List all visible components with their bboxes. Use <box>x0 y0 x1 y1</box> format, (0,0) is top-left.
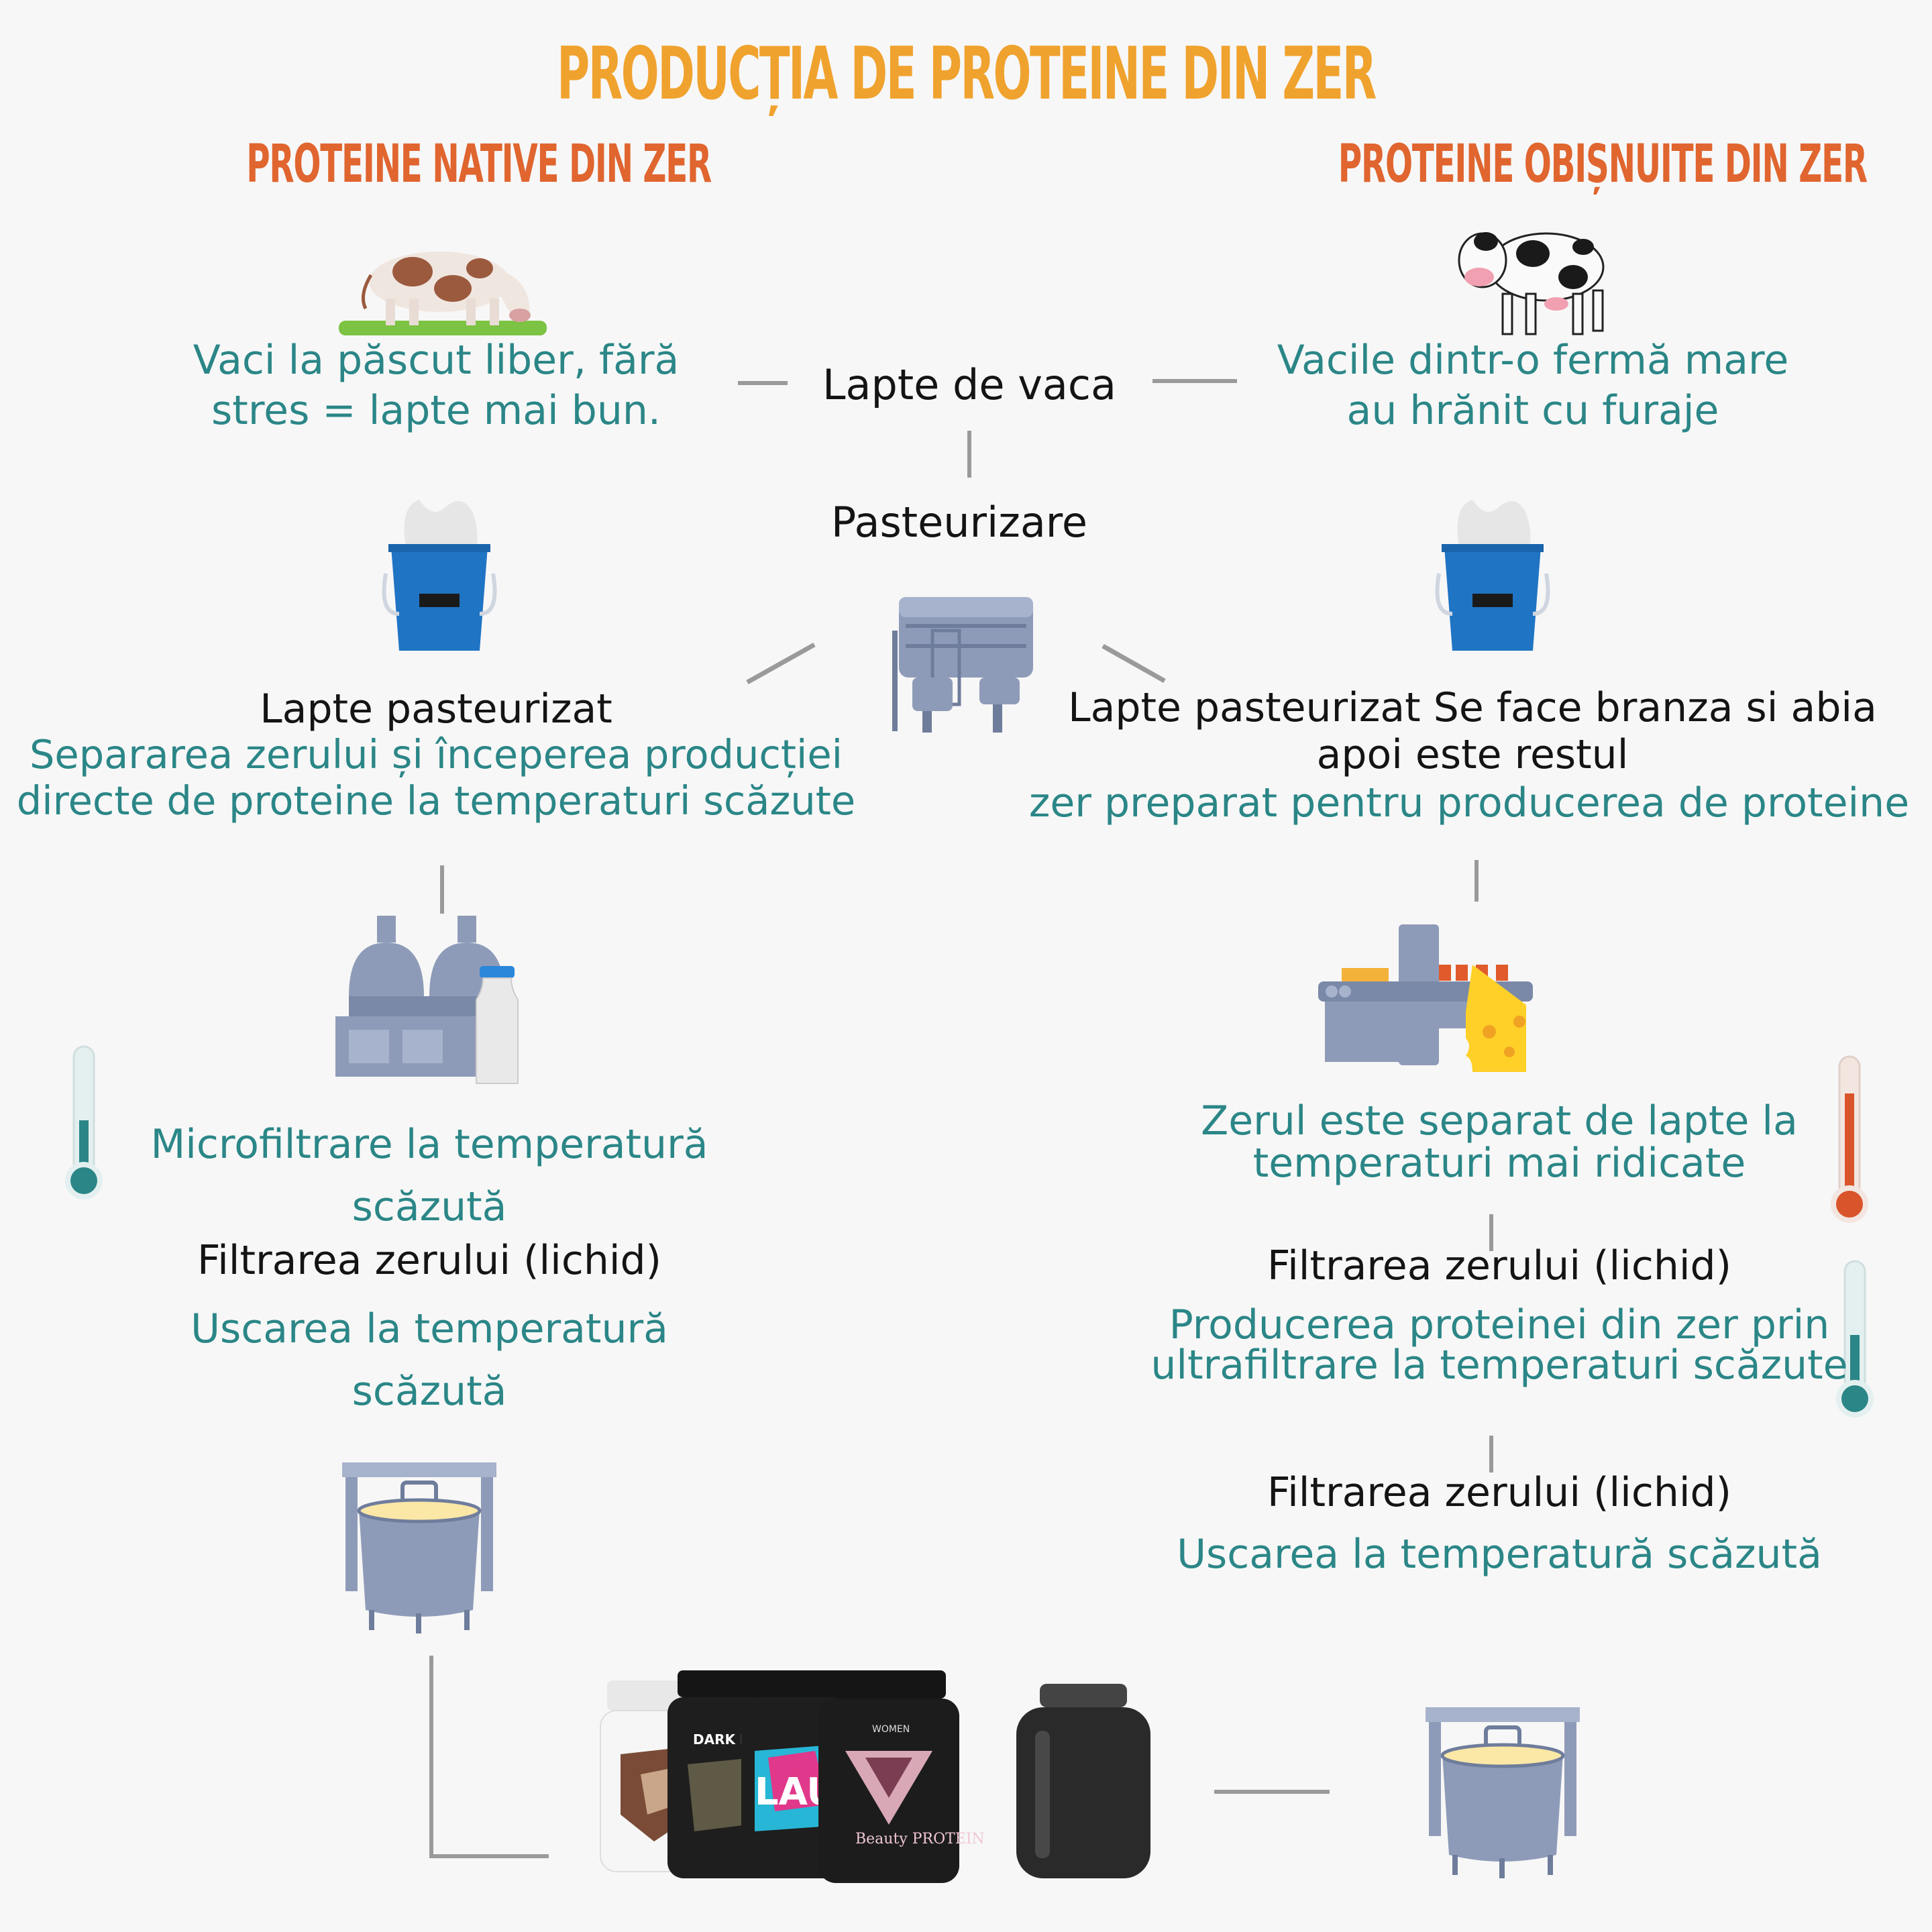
right-heading: PROTEINE OBIȘNUITE DIN ZER <box>1338 134 1868 195</box>
connector-line <box>1152 379 1237 383</box>
left-heading: PROTEINE NATIVE DIN ZER <box>246 134 712 195</box>
right-milk-title: Lapte pasteurizat Se face branza si abia… <box>1068 684 1877 779</box>
connector-line <box>1474 860 1479 902</box>
connector-line <box>738 381 788 385</box>
connector-line <box>429 1656 433 1858</box>
left-milk-desc: Separarea zerului și începerea producție… <box>16 731 856 824</box>
low-temperature-thermometer-icon <box>1836 1260 1874 1417</box>
protein-jar-beauty-icon: WOMEN Beauty PROTEIN <box>818 1670 985 1883</box>
dryer-tank-icon <box>342 1462 496 1633</box>
right-drying: Uscarea la temperatură scăzută <box>1177 1531 1822 1578</box>
right-milk-desc: zer preparat pentru producerea de protei… <box>1028 780 1910 826</box>
connector-line <box>1214 1790 1330 1794</box>
cheese-factory-icon <box>1318 924 1533 1072</box>
right-ultrafiltration: Producerea proteinei din zer prin ultraf… <box>1150 1301 1848 1389</box>
cow-milk-label: Lapte de vaca <box>822 360 1117 409</box>
dryer-tank-icon <box>1426 1707 1580 1878</box>
pasteurizer-icon <box>892 597 1033 733</box>
connector-line <box>1489 1436 1493 1472</box>
left-cows-text: Vaci la păscut liber, fără stres = lapte… <box>193 337 680 434</box>
connector-line <box>440 865 444 914</box>
high-temperature-thermometer-icon <box>1831 1055 1868 1223</box>
milk-bucket-icon <box>1435 500 1550 651</box>
right-filtering-1: Filtrarea zerului (lichid) <box>1267 1242 1732 1289</box>
connector-line <box>429 1854 549 1858</box>
left-filtering: Filtrarea zerului (lichid) <box>197 1237 662 1284</box>
right-filtering-2: Filtrarea zerului (lichid) <box>1267 1469 1732 1516</box>
low-temperature-thermometer-icon <box>65 1045 103 1199</box>
connector-line <box>746 642 816 685</box>
left-microfiltration: Microfiltrare la temperatură scăzută <box>150 1121 708 1230</box>
jar4-label: Beauty PROTEIN <box>855 1831 985 1847</box>
left-milk-title: Lapte pasteurizat <box>260 686 612 733</box>
right-cows-text: Vacile dintr-o fermă mare au hrănit cu f… <box>1277 337 1789 434</box>
left-drying: Uscarea la temperatură scăzută <box>191 1305 668 1415</box>
connector-line <box>1102 643 1166 684</box>
dairy-factory-icon <box>335 916 519 1084</box>
farm-cow-icon <box>1458 232 1605 335</box>
pasteurization-label: Pasteurizare <box>830 498 1088 547</box>
connector-line <box>1489 1214 1493 1251</box>
page-title: PRODUCȚIA DE PROTEINE DIN ZER <box>557 32 1377 116</box>
milk-bucket-icon <box>382 500 497 651</box>
generic-protein-jar-icon <box>1016 1684 1150 1878</box>
jar4-brand: WOMEN <box>872 1724 910 1735</box>
grazing-cow-icon <box>339 252 547 335</box>
right-separation: Zerul este separat de lapte la temperatu… <box>1201 1097 1798 1187</box>
connector-line <box>967 431 971 478</box>
